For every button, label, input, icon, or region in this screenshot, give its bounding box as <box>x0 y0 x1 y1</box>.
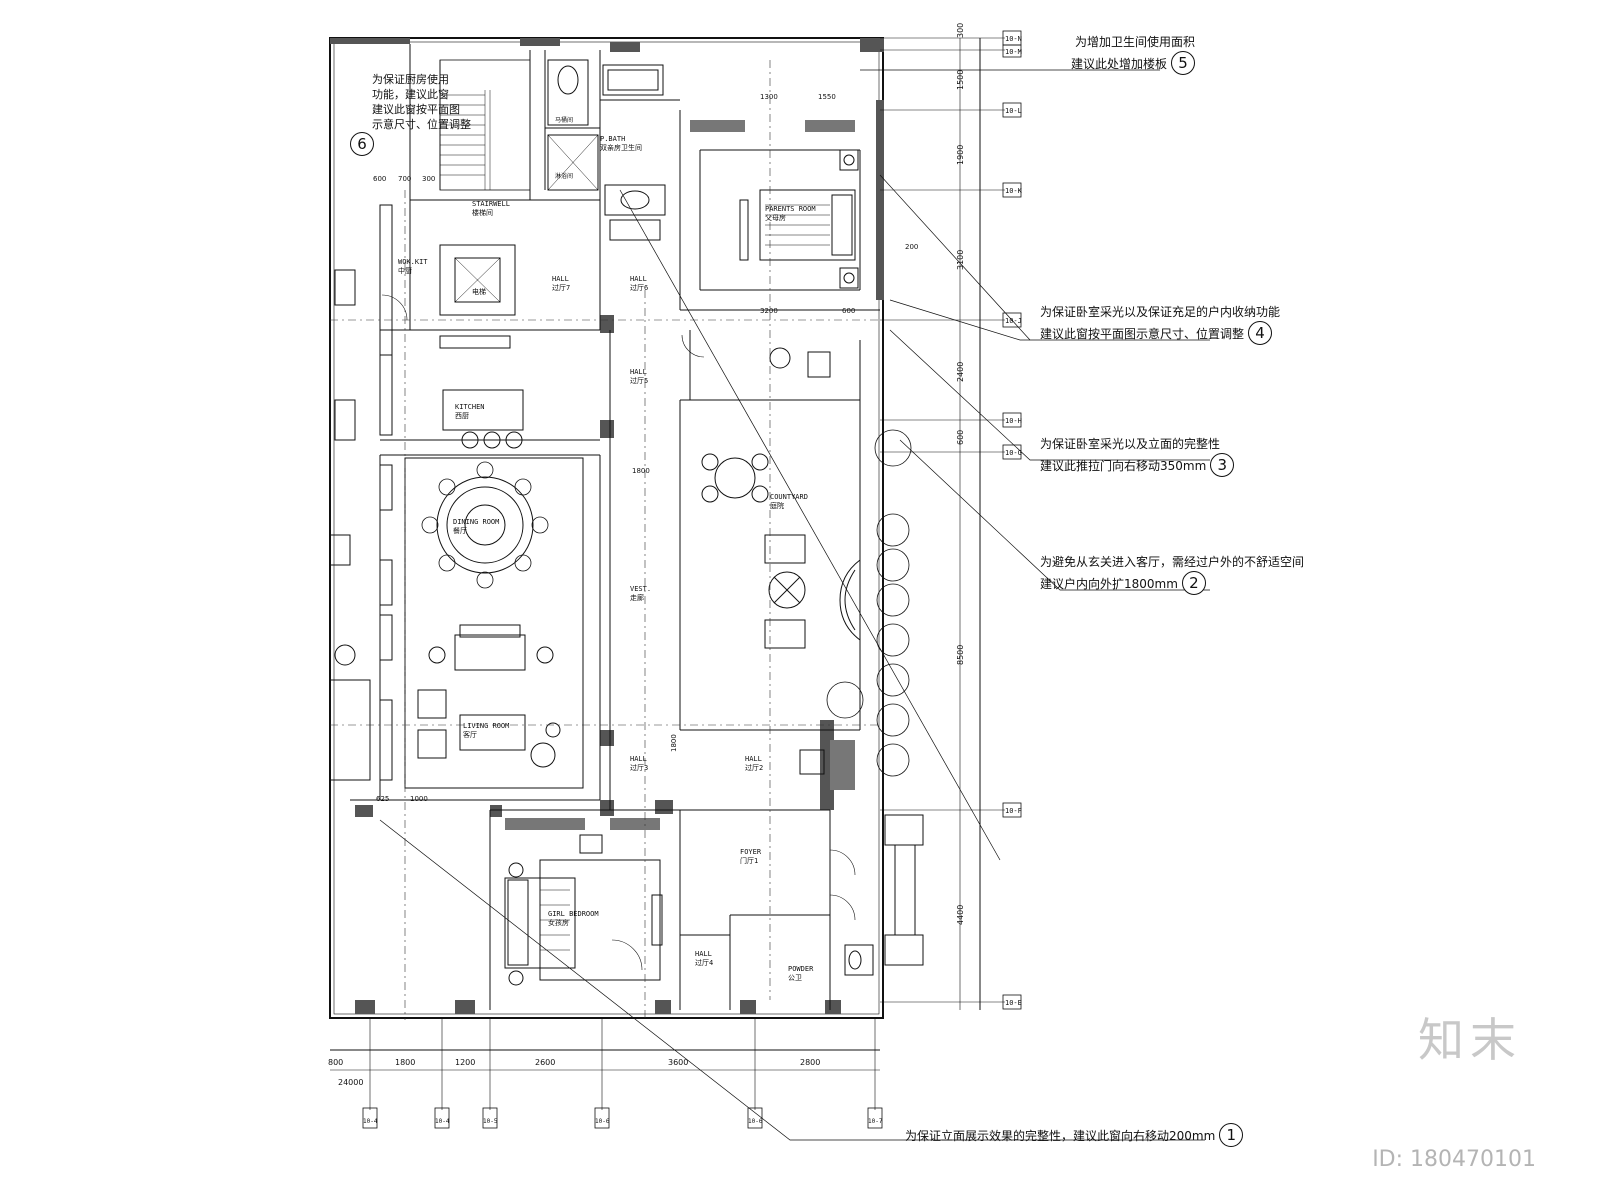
dim-right-1: 300 <box>956 22 965 38</box>
note-6-line3: 建议此窗按平面图 <box>372 103 460 116</box>
note-2-number: 2 <box>1181 571 1206 595</box>
dim-kit-700: 700 <box>398 175 412 183</box>
dim-live-625: 625 <box>376 795 390 803</box>
dim-vest-1800b: 1800 <box>670 734 678 752</box>
axis-right-9: 10-E <box>1005 999 1022 1007</box>
dim-bottom-1: 800 <box>328 1058 344 1067</box>
note-4-line2: 建议此窗按平面图示意尺寸、位置调整 <box>1040 327 1245 341</box>
dim-top-200: 200 <box>905 243 919 251</box>
axis-right-8: 10-F <box>1005 807 1022 815</box>
dim-top-1550: 1550 <box>818 93 836 101</box>
dim-right-8: 4400 <box>956 904 965 925</box>
note-5-number: 5 <box>1171 51 1196 75</box>
dim-live-1000: 1000 <box>410 795 428 803</box>
note-6-number: 6 <box>350 132 374 156</box>
dim-right-6: 600 <box>956 429 965 445</box>
dim-kit-300: 300 <box>422 175 436 183</box>
dim-vest-1800a: 1800 <box>632 467 650 475</box>
note-6: 为保证厨房使用 功能，建议此窗 建议此窗按平面图 示意尺寸、位置调整 6 <box>350 72 471 156</box>
axis-right-2: 10-M <box>1005 48 1022 56</box>
dim-right-5: 2400 <box>956 361 965 382</box>
dim-bottom-2: 1800 <box>395 1058 416 1067</box>
dim-bottom-4: 2600 <box>535 1058 556 1067</box>
axis-right-4: 10-K <box>1005 187 1022 195</box>
dim-bottom-total: 24000 <box>338 1078 364 1087</box>
axis-bottom-6: 10-7 <box>868 1118 883 1125</box>
note-3-line2: 建议此推拉门向右移动350mm <box>1040 459 1207 473</box>
room-label-shower: 淋浴间 <box>555 173 574 180</box>
axis-right-5: 10-J <box>1005 317 1022 325</box>
note-3-number: 3 <box>1210 453 1235 477</box>
dim-top-3200: 3200 <box>760 307 778 315</box>
axis-bottom-4: 10-6 <box>595 1118 610 1125</box>
axis-right-1: 10-N <box>1005 35 1022 43</box>
note-5-line1: 为增加卫生间使用面积 <box>1075 35 1196 49</box>
dim-bottom-3: 1200 <box>455 1058 476 1067</box>
dim-top-600: 600 <box>842 307 856 315</box>
watermark-id: ID: 180470101 <box>1372 1147 1536 1172</box>
watermark-logo: 知末 <box>1418 1013 1522 1067</box>
room-label-vest: VEST.走廊 <box>630 585 652 602</box>
note-6-line4: 示意尺寸、位置调整 <box>372 118 471 131</box>
dim-right-4: 3100 <box>956 249 965 270</box>
room-label-elevator: 电梯 <box>472 288 486 296</box>
note-2-line2: 建议户内向外扩1800mm <box>1040 577 1178 591</box>
note-6-line1: 为保证厨房使用 <box>372 73 449 86</box>
note-3-line1: 为保证卧室采光以及立面的完整性 <box>1040 437 1221 451</box>
room-label-toilet: 马桶间 <box>555 117 574 124</box>
note-6-line2: 功能，建议此窗 <box>372 88 449 101</box>
note-1-line1: 为保证立面展示效果的完整性，建议此窗向右移动200mm <box>905 1129 1216 1143</box>
note-2-line1: 为避免从玄关进入客厅，需经过户外的不舒适空间 <box>1040 555 1305 569</box>
dim-top-1300: 1300 <box>760 93 778 101</box>
axis-right-3: 10-L <box>1005 107 1022 115</box>
dim-bottom-5: 3600 <box>668 1058 689 1067</box>
dim-right-3: 1900 <box>956 144 965 165</box>
dim-right-7: 8500 <box>956 644 965 665</box>
axis-bottom-5: 10-6 <box>748 1118 763 1125</box>
axis-bottom-1: 10-4 <box>363 1118 378 1125</box>
dim-right-2: 1500 <box>956 69 965 90</box>
dim-bottom-6: 2800 <box>800 1058 821 1067</box>
note-4-number: 4 <box>1248 321 1273 345</box>
axis-right-6: 10-H <box>1005 417 1022 425</box>
dim-kit-600: 600 <box>373 175 387 183</box>
note-1-number: 1 <box>1219 1123 1244 1147</box>
axis-bottom-3: 10-5 <box>483 1118 498 1125</box>
axis-right-7: 10-G <box>1005 449 1022 457</box>
axis-bottom-2: 10-4 <box>435 1118 450 1125</box>
note-5-line2: 建议此处增加楼板 <box>1071 57 1168 71</box>
note-4-line1: 为保证卧室采光以及保证充足的户内收纳功能 <box>1040 305 1281 319</box>
